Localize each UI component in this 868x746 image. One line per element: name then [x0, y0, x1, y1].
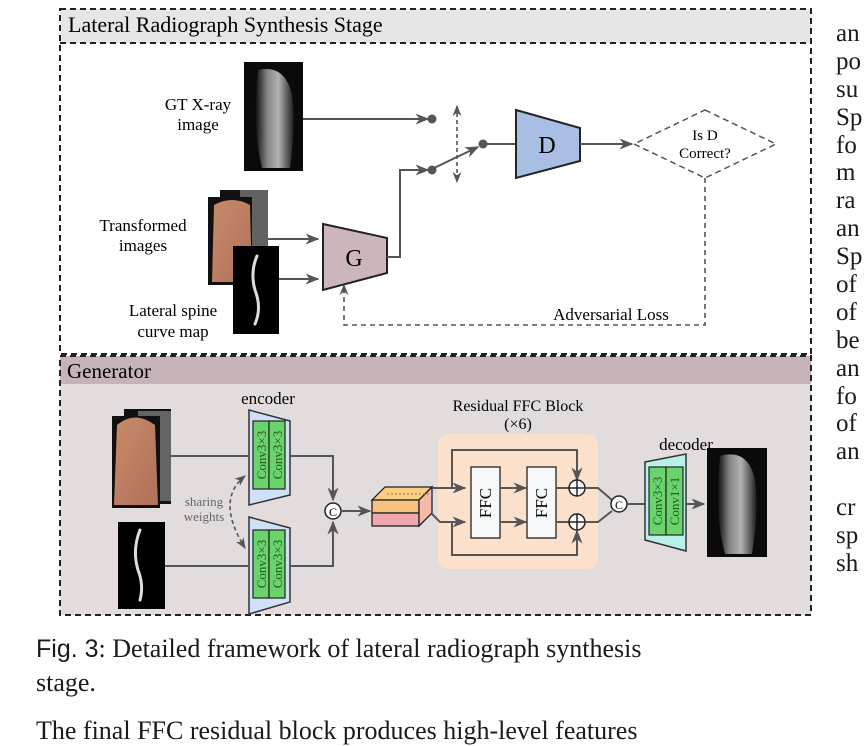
- discriminator-label: D: [538, 133, 555, 159]
- right-column-line: sh: [836, 549, 859, 577]
- generator-label: G: [345, 246, 362, 272]
- decision-label-1: Is D: [692, 128, 718, 144]
- spine-curve-map: [233, 246, 279, 334]
- decoder-layer-1: Conv3×3: [650, 477, 665, 526]
- right-column-line: sp: [836, 522, 859, 550]
- right-column-line: m: [836, 159, 856, 187]
- concat-symbol-ffc: C: [615, 498, 623, 512]
- spine-map-label-2: curve map: [137, 322, 208, 341]
- right-column-line: po: [836, 47, 861, 75]
- right-column-line: an: [836, 215, 860, 243]
- generator-input-spine: [118, 522, 165, 609]
- encoder-top-layer-2: Conv3×3: [270, 431, 285, 480]
- ffc-layer-2: [526, 466, 557, 539]
- generator-input-body: [112, 409, 171, 508]
- sharing-weights-arrow: [229, 475, 246, 549]
- top-panel-header: [60, 9, 811, 43]
- gt-xray-image: [244, 62, 303, 171]
- generator-panel: Generator encoder Conv3×3 Conv3×3 Conv3×…: [59, 355, 812, 616]
- residual-ffc-block: [438, 434, 598, 569]
- concat-symbol-encoder: C: [329, 505, 337, 519]
- caption-text-line2: stage.: [36, 668, 96, 697]
- sharing-weights-label-1: sharing: [185, 494, 224, 509]
- generator-panel-title: Generator: [67, 359, 151, 383]
- figure-label: Fig. 3: [36, 635, 99, 663]
- decoder-label: decoder: [659, 435, 713, 454]
- generator-block: [322, 222, 388, 292]
- encoder-bottom-layer-2: Conv3×3: [270, 540, 285, 589]
- right-column-line: Sp: [836, 243, 863, 271]
- right-column-line: an: [836, 20, 860, 47]
- feature-cube: [370, 485, 434, 528]
- right-column-line: cr: [836, 494, 856, 522]
- discriminator-block: [515, 108, 581, 180]
- output-xray-image: [707, 448, 767, 557]
- adversarial-loss-label: Adversarial Loss: [553, 305, 669, 324]
- encoder-bottom-layer-1: Conv3×3: [254, 540, 269, 589]
- caption-text: : Detailed framework of lateral radiogra…: [98, 634, 642, 663]
- top-panel: Lateral Radiograph Synthesis Stage GT X-…: [59, 8, 812, 355]
- right-column-line: of: [836, 271, 857, 299]
- top-panel-title: Lateral Radiograph Synthesis Stage: [68, 12, 383, 37]
- body-text-line: The final FFC residual block produces hi…: [36, 716, 638, 745]
- right-column-line: [836, 466, 868, 494]
- gt-xray-label-1: GT X-ray: [165, 95, 232, 114]
- add-node-top: [568, 479, 586, 497]
- encoder-top-layer-1: Conv3×3: [254, 431, 269, 480]
- adversarial-loss-path: [339, 178, 706, 326]
- right-column-line: Sp: [836, 103, 863, 131]
- encoder-label: encoder: [241, 389, 295, 408]
- sharing-weights-label-2: weights: [184, 509, 224, 524]
- generator-panel-header: [60, 356, 811, 384]
- framework-figure: Lateral Radiograph Synthesis Stage GT X-…: [59, 8, 812, 616]
- figure-caption: Fig. 3: Detailed framework of lateral ra…: [36, 632, 812, 700]
- ffc-block-repeat: (×6): [504, 416, 532, 433]
- transformed-label-1: Transformed: [99, 216, 187, 235]
- right-column-line: fo: [836, 382, 857, 410]
- ffc-block-title: Residual FFC Block: [453, 398, 584, 415]
- gt-xray-label-2: image: [177, 115, 219, 134]
- ffc-label-1: FFC: [476, 488, 495, 518]
- right-column-line: be: [836, 326, 860, 354]
- decision-label-2: Correct?: [679, 146, 731, 162]
- ffc-layer-1: [470, 466, 501, 539]
- right-column-line: of: [836, 298, 857, 326]
- switch-node-real: [427, 114, 437, 124]
- spine-map-label-1: Lateral spine: [129, 301, 217, 320]
- decision-diamond: [632, 109, 778, 179]
- right-column-line: su: [836, 75, 859, 103]
- add-node-bottom: [568, 513, 586, 531]
- ffc-label-2: FFC: [532, 488, 551, 518]
- right-column-line: an: [836, 438, 860, 466]
- right-column-line: of: [836, 410, 857, 438]
- right-column-line: fo: [836, 131, 857, 159]
- right-column-line: an: [836, 354, 860, 382]
- transformed-label-2: images: [119, 236, 167, 255]
- right-column-line: ra: [836, 187, 856, 215]
- decoder-layer-2: Conv1×1: [667, 477, 682, 526]
